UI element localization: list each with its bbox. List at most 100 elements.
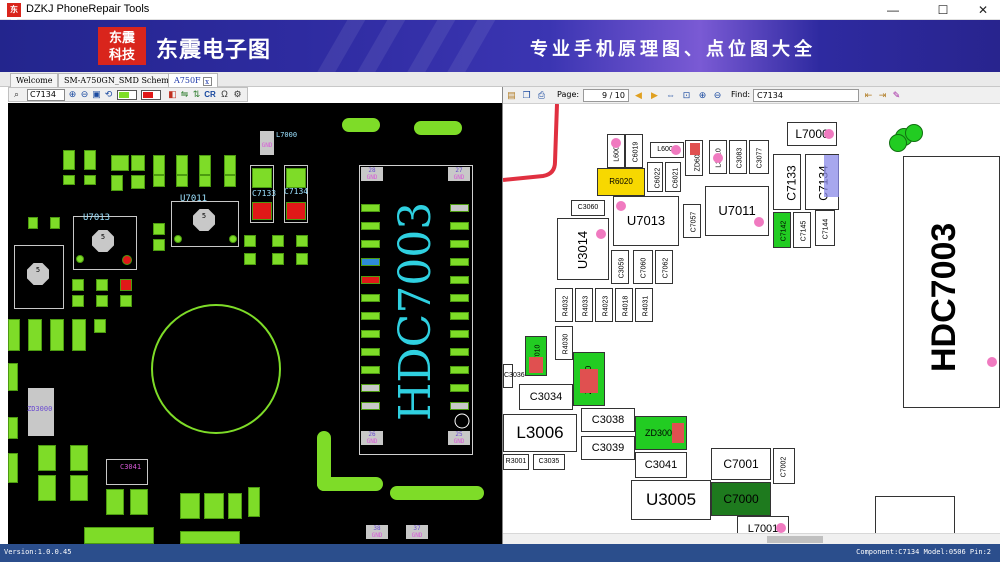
sch-u3014[interactable]: U3014 — [557, 218, 609, 280]
sch-c7001[interactable]: C7001 — [711, 448, 771, 480]
sch-l6007[interactable]: L6007 — [650, 142, 684, 158]
ohm-button[interactable]: Ω — [221, 89, 228, 99]
pcb-board-view[interactable]: C7133 C7134 GND L7000 U7013 5 U7011 5 5 … — [8, 103, 502, 544]
pcb-pad[interactable] — [111, 155, 129, 171]
prev-page-icon[interactable]: ◀ — [635, 90, 642, 100]
connector-pin[interactable] — [361, 384, 380, 392]
pcb-pad[interactable] — [96, 295, 108, 307]
maximize-button[interactable]: ☐ — [937, 3, 949, 17]
pcb-pad[interactable] — [106, 489, 124, 515]
pcb-pad[interactable] — [72, 279, 84, 291]
pcb-shield-pad[interactable] — [317, 477, 383, 491]
pcb-pad[interactable] — [84, 150, 96, 170]
sch-r6020[interactable]: R6020 — [597, 168, 645, 196]
pcb-pad[interactable] — [120, 279, 132, 291]
pcb-pad[interactable] — [224, 155, 236, 175]
sch-c3060[interactable]: C3060 — [571, 200, 605, 216]
pcb-pad[interactable] — [72, 295, 84, 307]
pad-color-picker[interactable] — [117, 90, 137, 100]
zoom-in-icon[interactable]: ⊕ — [68, 89, 77, 99]
sch-c7057[interactable]: C7057 — [683, 204, 701, 238]
connector-pin-selected[interactable] — [361, 276, 380, 284]
sch-c7062[interactable]: C7062 — [655, 250, 673, 284]
find-next-icon[interactable]: ⇥ — [878, 90, 887, 100]
pcb-pad[interactable] — [229, 235, 237, 243]
sch-r4033[interactable]: R4033 — [575, 288, 593, 322]
pcb-pad[interactable] — [204, 493, 224, 519]
fit-view-icon[interactable]: ▣ — [92, 89, 101, 99]
pcb-pad[interactable] — [244, 253, 256, 265]
sch-c7000[interactable]: C7000 — [711, 482, 771, 516]
connector-pin[interactable] — [450, 204, 469, 212]
pcb-pad[interactable] — [122, 255, 132, 265]
pcb-pad[interactable] — [296, 235, 308, 247]
pcb-shield-pad[interactable] — [414, 121, 462, 135]
pcb-pad[interactable] — [8, 417, 18, 439]
pcb-pad[interactable] — [94, 319, 106, 333]
component-search-input[interactable]: C7134 — [27, 89, 65, 101]
sch-r4018[interactable]: R4018 — [615, 288, 633, 322]
sch-u7013[interactable]: U7013 — [613, 196, 679, 246]
connector-pin[interactable] — [450, 240, 469, 248]
connector-pin[interactable] — [361, 366, 380, 374]
pcb-pad[interactable] — [38, 445, 56, 471]
settings-icon[interactable]: ⚙ — [233, 89, 242, 99]
pcb-pad[interactable] — [70, 475, 88, 501]
sch-r4032[interactable]: R4032 — [555, 288, 573, 322]
pcb-pad[interactable] — [120, 295, 132, 307]
pcb-pad[interactable] — [272, 235, 284, 247]
connector-pin[interactable] — [361, 294, 380, 302]
page-input[interactable]: 9 / 10 — [583, 89, 629, 102]
sch-c3083[interactable]: C3083 — [729, 140, 747, 174]
pcb-pad[interactable] — [72, 319, 86, 351]
find-input[interactable]: C7134 — [753, 89, 859, 102]
pcb-pad[interactable] — [131, 175, 145, 189]
sch-c3038[interactable]: C3038 — [581, 408, 635, 432]
sch-r3001[interactable]: R3001 — [503, 454, 529, 470]
u7011-gnd-pad[interactable]: 5 — [193, 209, 215, 231]
pcb-part[interactable]: GND — [260, 131, 274, 155]
sch-c7134[interactable]: C7134 — [805, 154, 839, 210]
zoom-out-icon[interactable]: ⊖ — [80, 89, 89, 99]
pcb-pad[interactable] — [76, 255, 84, 263]
c3041-part[interactable] — [106, 459, 148, 485]
sch-r4030[interactable]: R4030 — [555, 326, 573, 360]
hdc7003-connector[interactable] — [359, 165, 473, 455]
sch-c3077[interactable]: C3077 — [749, 140, 769, 174]
pcb-pad[interactable] — [8, 363, 18, 391]
c7134-part[interactable] — [284, 165, 308, 223]
pcb-pad[interactable] — [70, 445, 88, 471]
sch-zd3001[interactable]: ZD3001 — [635, 416, 687, 450]
close-button[interactable]: ✕ — [977, 3, 989, 17]
pcb-pad[interactable] — [130, 489, 148, 515]
sch-u7011[interactable]: U7011 — [705, 186, 769, 236]
sch-c3059[interactable]: C3059 — [611, 250, 629, 284]
print-icon[interactable]: ⎙ — [537, 90, 546, 100]
pcb-pad[interactable] — [84, 527, 154, 544]
pcb-pad[interactable] — [174, 235, 182, 243]
sch-c3041[interactable]: C3041 — [635, 452, 687, 478]
connector-pin[interactable] — [361, 240, 380, 248]
connector-pin[interactable] — [450, 366, 469, 374]
sch-l3006[interactable]: L3006 — [503, 414, 577, 452]
pcb-pad[interactable] — [199, 155, 211, 175]
c7133-part[interactable] — [250, 165, 274, 223]
sch-c7133[interactable]: C7133 — [773, 154, 801, 210]
pcb-pad[interactable] — [8, 453, 18, 483]
pcb-pad[interactable] — [176, 175, 188, 187]
pcb-pad[interactable] — [244, 235, 256, 247]
pcb-pad[interactable] — [28, 217, 38, 229]
sch-l3010[interactable]: L3010 — [709, 140, 727, 174]
find-prev-icon[interactable]: ⇤ — [864, 90, 873, 100]
sch-hdc7003[interactable] — [903, 156, 1000, 408]
pcb-pad[interactable] — [180, 493, 200, 519]
u7011-part[interactable] — [171, 201, 239, 247]
pcb-pad[interactable] — [111, 175, 123, 191]
tab-close-icon[interactable]: x — [202, 76, 212, 86]
pcb-pad[interactable] — [84, 175, 96, 185]
sch-c7145[interactable]: C7145 — [793, 212, 811, 248]
minimize-button[interactable]: — — [887, 3, 899, 17]
connector-pin[interactable] — [450, 330, 469, 338]
sch-c3034[interactable]: C3034 — [519, 384, 573, 410]
